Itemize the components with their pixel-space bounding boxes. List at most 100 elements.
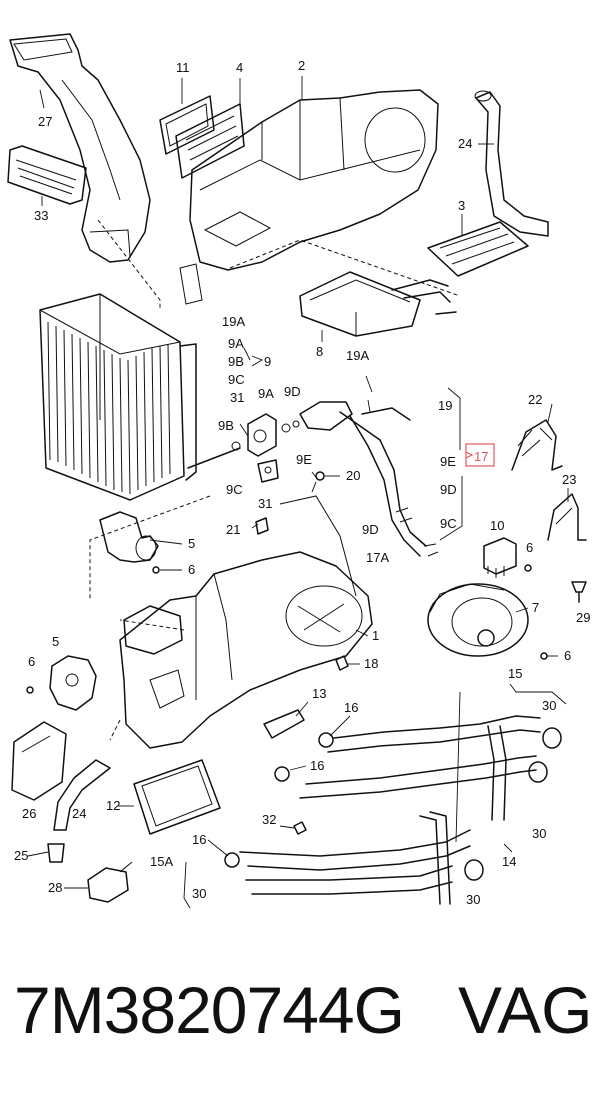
bracket-26 (11, 721, 67, 801)
label-24-top: 24 (458, 136, 472, 151)
label-18: 18 (364, 656, 378, 671)
label-9E-b: 9E (440, 454, 456, 469)
label-9A-a: 9A (228, 336, 244, 351)
label-9B-a: 9B (228, 354, 244, 369)
label-3: 3 (458, 198, 465, 213)
callout-leaders (27, 76, 569, 889)
label-17A: 17A (366, 550, 389, 565)
label-10: 10 (490, 518, 504, 533)
label-15: 15 (508, 666, 522, 681)
refrigerant-lines (339, 407, 439, 557)
label-30-d: 30 (466, 892, 480, 907)
highlight-callout-17 (465, 443, 495, 467)
label-20: 20 (346, 468, 360, 483)
heater-core-8 (299, 271, 457, 337)
label-2: 2 (298, 58, 305, 73)
label-16-c: 16 (192, 832, 206, 847)
filter-11 (159, 95, 215, 155)
screw-6d (26, 686, 34, 694)
label-32: 32 (262, 812, 276, 827)
label-24-lower: 24 (72, 806, 86, 821)
label-9C-b: 9C (226, 482, 243, 497)
actuator-5-upper (99, 511, 159, 563)
label-19A-a: 19A (222, 314, 245, 329)
screw-6b (524, 564, 532, 572)
label-31-b: 31 (258, 496, 272, 511)
label-5-upper: 5 (188, 536, 195, 551)
clip-18 (335, 655, 349, 671)
parts-exploded-diagram: 27 33 11 4 2 24 3 8 19A 9A 9B 9C 31 9 19… (7, 33, 590, 909)
label-9A-b: 9A (258, 386, 274, 401)
label-6-d: 6 (28, 654, 35, 669)
label-11: 11 (176, 60, 190, 75)
evaporator (39, 293, 241, 501)
screw-6a (152, 566, 160, 574)
label-30-b: 30 (532, 826, 546, 841)
label-31-a: 31 (230, 390, 244, 405)
label-27: 27 (38, 114, 52, 129)
footer: 7M3820744G VAG (0, 960, 600, 1070)
label-6-b: 6 (526, 540, 533, 555)
label-9E-a: 9E (296, 452, 312, 467)
label-4: 4 (236, 60, 243, 75)
filter-3 (427, 221, 529, 277)
blower-motor-7 (427, 583, 529, 657)
bolt-29 (571, 581, 587, 603)
resistor-10 (483, 537, 517, 578)
label-17: 17 (474, 449, 488, 464)
tie-strap-23 (547, 493, 587, 541)
bolt-32 (293, 821, 307, 835)
label-7: 7 (532, 600, 539, 615)
label-28: 28 (48, 880, 62, 895)
label-30-c: 30 (192, 886, 206, 901)
air-duct-27 (9, 33, 151, 263)
expansion-valve (231, 375, 373, 483)
label-21: 21 (226, 522, 240, 537)
label-14: 14 (502, 854, 516, 869)
sensor-25 (47, 843, 65, 863)
sensor-28 (87, 861, 133, 903)
label-15A: 15A (150, 854, 173, 869)
label-9B-b: 9B (218, 418, 234, 433)
filter-frame-12 (133, 759, 221, 835)
label-8: 8 (316, 344, 323, 359)
brand-name: VAG (458, 973, 593, 1047)
assembly-lines (89, 219, 461, 741)
actuator-5-lower (49, 655, 97, 711)
lower-housing-1 (119, 495, 373, 749)
hose-caps-30 (464, 727, 562, 881)
label-22: 22 (528, 392, 542, 407)
label-6-c: 6 (564, 648, 571, 663)
vent-33 (7, 145, 87, 205)
filter-4 (175, 103, 245, 179)
hoses-15A (239, 811, 471, 905)
label-1: 1 (372, 628, 379, 643)
label-9-a: 9 (264, 354, 271, 369)
label-16-b: 16 (310, 758, 324, 773)
label-9D-c: 9D (362, 522, 379, 537)
clamp-16 (224, 732, 334, 868)
label-23: 23 (562, 472, 576, 487)
label-26: 26 (22, 806, 36, 821)
drain-hose-24-lower (53, 759, 111, 831)
drain-hose-24 (474, 90, 549, 237)
clip-21 (255, 517, 269, 535)
label-19: 19 (438, 398, 452, 413)
part-number: 7M3820744G (14, 973, 405, 1047)
leader-lines (183, 347, 567, 909)
label-13: 13 (312, 686, 326, 701)
label-25: 25 (14, 848, 28, 863)
label-9C-c: 9C (440, 516, 457, 531)
bracket-13 (263, 709, 305, 739)
label-29: 29 (576, 610, 590, 625)
label-5-lower: 5 (52, 634, 59, 649)
label-12: 12 (106, 798, 120, 813)
label-9D-b: 9D (440, 482, 457, 497)
label-9D-a: 9D (284, 384, 301, 399)
label-9C-a: 9C (228, 372, 245, 387)
label-30-a: 30 (542, 698, 556, 713)
clamp-22 (511, 419, 563, 471)
label-16-a: 16 (344, 700, 358, 715)
hoses-15 (299, 715, 541, 821)
label-6-a: 6 (188, 562, 195, 577)
